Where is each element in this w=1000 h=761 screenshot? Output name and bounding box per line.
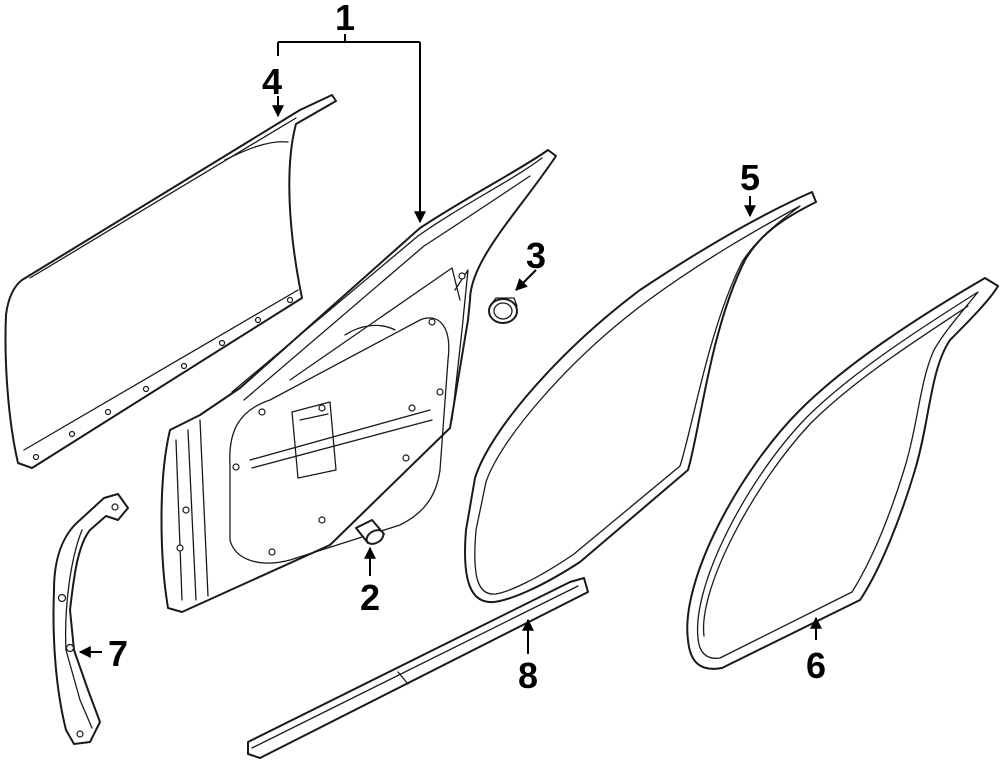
plug-part-3[interactable] — [488, 297, 518, 324]
shell-holes — [176, 272, 466, 556]
callout-7: 7 — [108, 633, 128, 674]
trim-bracket[interactable] — [52, 493, 129, 745]
callout-6: 6 — [806, 645, 826, 686]
door-outer-panel[interactable] — [4, 94, 337, 469]
callout-2: 2 — [360, 577, 380, 618]
leader-lines — [78, 34, 822, 658]
door-shell[interactable] — [160, 149, 557, 613]
callout-4: 4 — [262, 61, 282, 102]
callout-8: 8 — [518, 655, 538, 696]
callout-5: 5 — [740, 157, 760, 198]
body-weatherstrip[interactable] — [686, 277, 999, 670]
sill-molding[interactable] — [247, 577, 589, 759]
callout-3: 3 — [526, 235, 546, 276]
plug-part-2[interactable] — [355, 519, 386, 547]
panel-holes — [32, 296, 294, 461]
callout-1: 1 — [335, 0, 355, 38]
door-weatherstrip[interactable] — [464, 191, 817, 604]
